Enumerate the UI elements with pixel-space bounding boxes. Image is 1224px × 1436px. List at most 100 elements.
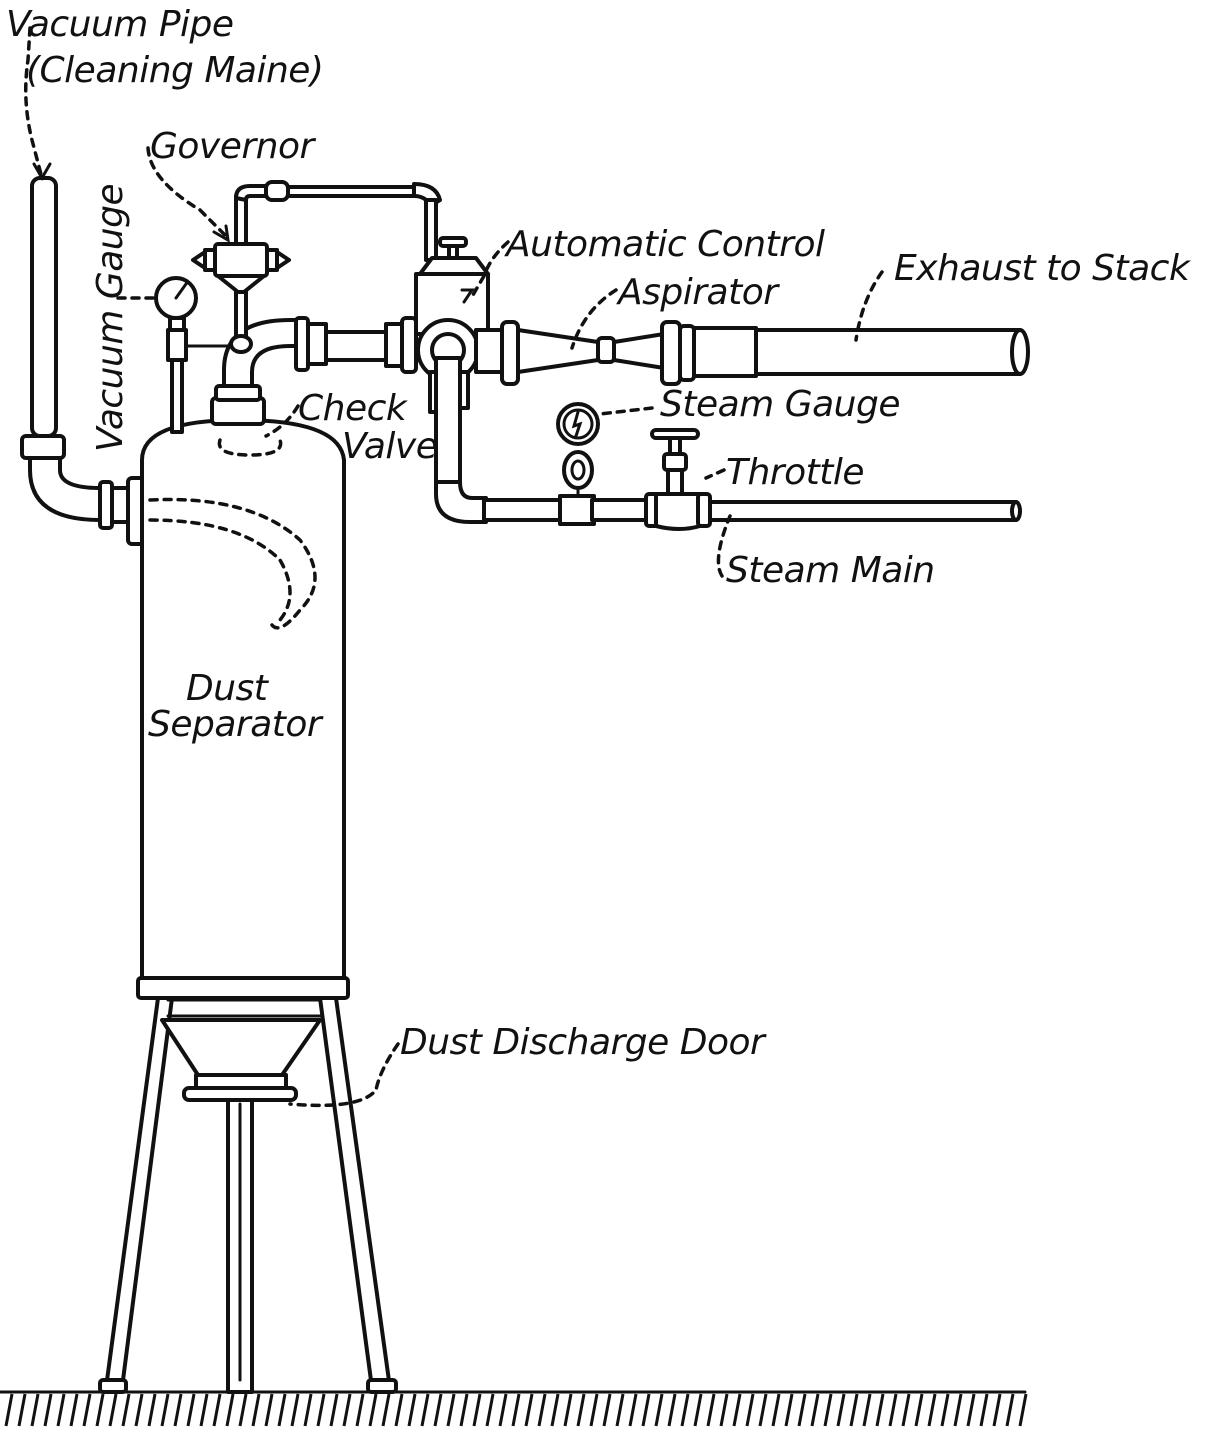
hatch-mark	[979, 1393, 989, 1427]
hatch-mark	[914, 1393, 924, 1427]
hatch-mark	[355, 1393, 365, 1427]
hatch-mark	[368, 1393, 378, 1427]
hatch-mark	[563, 1393, 573, 1427]
hatch-mark	[160, 1393, 170, 1427]
label-governor: Governor	[150, 126, 317, 167]
hatch-mark	[797, 1393, 807, 1427]
hatch-mark	[940, 1393, 950, 1427]
hatch-mark	[199, 1393, 209, 1427]
hatch-mark	[602, 1393, 612, 1427]
hatch-mark	[901, 1393, 911, 1427]
hatch-mark	[212, 1393, 222, 1427]
hatch-mark	[537, 1393, 547, 1427]
hatch-mark	[992, 1393, 1002, 1427]
hatch-mark	[394, 1393, 404, 1427]
hatch-mark	[303, 1393, 313, 1427]
hatch-mark	[134, 1393, 144, 1427]
label-vacuum-gauge: Vacuum Gauge	[90, 184, 131, 452]
hatch-mark	[732, 1393, 742, 1427]
hatch-mark	[693, 1393, 703, 1427]
label-vacuum-pipe: Vacuum Pipe	[6, 4, 234, 45]
steam-gauge	[556, 402, 600, 498]
label-steam-gauge: Steam Gauge	[660, 384, 900, 425]
hatch-mark	[82, 1393, 92, 1427]
hatch-mark	[927, 1393, 937, 1427]
hatch-mark	[225, 1393, 235, 1427]
hatch-mark	[836, 1393, 846, 1427]
hatch-mark	[30, 1393, 40, 1427]
label-dust-discharge-door: Dust Discharge Door	[400, 1022, 767, 1063]
hatch-mark	[498, 1393, 508, 1427]
labels: Vacuum Pipe (Cleaning Maine) Governor Va…	[6, 4, 1192, 1063]
hatch-mark	[251, 1393, 261, 1427]
label-exhaust-to-stack: Exhaust to Stack	[894, 248, 1192, 289]
hatch-mark	[784, 1393, 794, 1427]
label-cleaning-maine: (Cleaning Maine)	[26, 50, 323, 91]
governor	[191, 180, 442, 354]
hatch-mark	[186, 1393, 196, 1427]
hatch-mark	[108, 1393, 118, 1427]
hatch-mark	[524, 1393, 534, 1427]
hatch-mark	[589, 1393, 599, 1427]
hatch-mark	[875, 1393, 885, 1427]
hatch-mark	[472, 1393, 482, 1427]
hatch-mark	[420, 1393, 430, 1427]
hatch-mark	[121, 1393, 131, 1427]
tank-stand	[98, 996, 398, 1394]
hatch-mark	[823, 1393, 833, 1427]
hatch-mark	[511, 1393, 521, 1427]
hatch-mark	[615, 1393, 625, 1427]
hatch-mark	[953, 1393, 963, 1427]
label-aspirator: Aspirator	[616, 272, 780, 313]
hatch-mark	[277, 1393, 287, 1427]
label-check: Check	[298, 388, 409, 429]
hatch-mark	[381, 1393, 391, 1427]
exhaust-pipe	[692, 326, 1030, 378]
hatch-mark	[550, 1393, 560, 1427]
hatch-mark	[1018, 1393, 1028, 1427]
ground-hatching	[4, 1393, 1028, 1427]
throttle-valve	[650, 428, 700, 496]
hatch-mark	[628, 1393, 638, 1427]
hatch-mark	[758, 1393, 768, 1427]
hatch-mark	[771, 1393, 781, 1427]
hatch-mark	[719, 1393, 729, 1427]
hatch-mark	[641, 1393, 651, 1427]
hatch-mark	[810, 1393, 820, 1427]
leader-lines	[24, 26, 884, 1108]
label-valve: Valve	[342, 426, 437, 467]
hatch-mark	[147, 1393, 157, 1427]
ground	[0, 1390, 1028, 1427]
hatch-mark	[485, 1393, 495, 1427]
hatch-mark	[329, 1393, 339, 1427]
hatch-mark	[173, 1393, 183, 1427]
hatch-mark	[576, 1393, 586, 1427]
hatch-mark	[433, 1393, 443, 1427]
dust-separator-tank	[136, 418, 350, 1000]
hatch-mark	[446, 1393, 456, 1427]
hatch-mark	[745, 1393, 755, 1427]
hatch-mark	[706, 1393, 716, 1427]
hatch-mark	[17, 1393, 27, 1427]
label-automatic-control: Automatic Control	[504, 224, 825, 265]
hatch-mark	[4, 1393, 14, 1427]
label-steam-main: Steam Main	[726, 550, 935, 591]
hatch-mark	[849, 1393, 859, 1427]
hatch-mark	[56, 1393, 66, 1427]
label-throttle: Throttle	[726, 452, 864, 493]
hatch-mark	[342, 1393, 352, 1427]
label-dust: Dust	[186, 668, 270, 709]
hatch-mark	[43, 1393, 53, 1427]
hatch-mark	[667, 1393, 677, 1427]
hatch-mark	[888, 1393, 898, 1427]
hatch-mark	[316, 1393, 326, 1427]
hatch-mark	[862, 1393, 872, 1427]
hatch-mark	[407, 1393, 417, 1427]
label-separator: Separator	[148, 704, 324, 745]
hatch-mark	[290, 1393, 300, 1427]
hatch-mark	[680, 1393, 690, 1427]
hatch-mark	[966, 1393, 976, 1427]
hatch-mark	[69, 1393, 79, 1427]
hatch-mark	[238, 1393, 248, 1427]
